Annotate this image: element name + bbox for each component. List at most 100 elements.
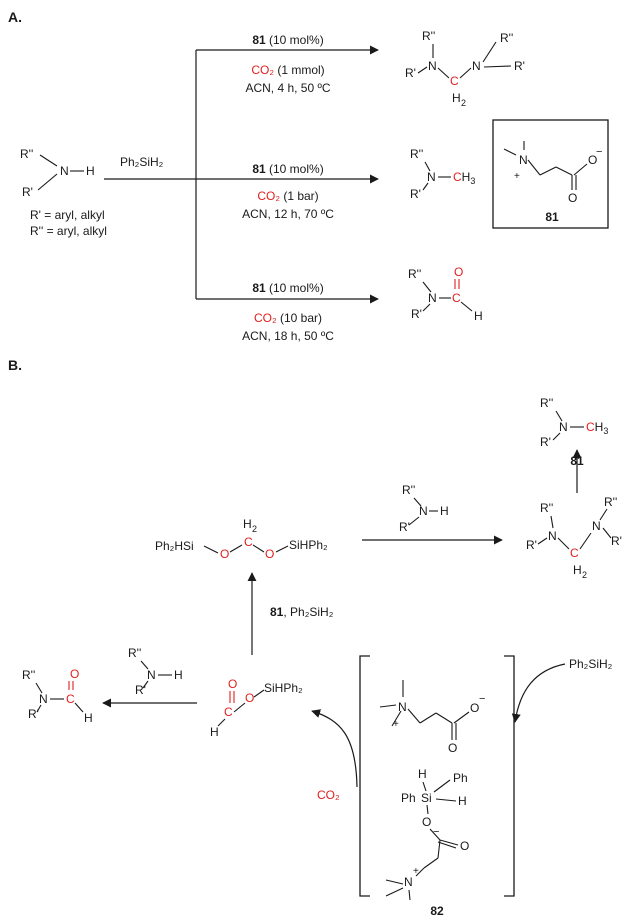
svg-text:R': R': [514, 59, 525, 73]
final-methylamine: R'' R' N CH3: [540, 396, 608, 449]
svg-text:CO₂ (1 mmol): CO₂ (1 mmol): [251, 63, 324, 77]
svg-text:H: H: [210, 725, 219, 739]
svg-text:R'': R'': [422, 29, 435, 43]
svg-text:O: O: [470, 701, 479, 715]
svg-text:R'': R'': [20, 147, 33, 161]
svg-text:R': R': [22, 185, 33, 199]
svg-text:H: H: [458, 794, 467, 808]
svg-text:2: 2: [252, 524, 257, 534]
svg-text:O: O: [448, 741, 457, 755]
svg-text:N: N: [419, 504, 428, 518]
bracket-left: [359, 655, 370, 897]
svg-text:H: H: [573, 563, 582, 577]
svg-text:O: O: [245, 691, 254, 705]
svg-text:R'': R'': [128, 646, 141, 660]
svg-text:C: C: [452, 291, 461, 305]
svg-text:81 (10 mol%): 81 (10 mol%): [252, 162, 323, 176]
svg-text:+: +: [413, 866, 419, 877]
svg-text:Si: Si: [421, 791, 432, 805]
svg-text:N: N: [398, 700, 407, 714]
svg-text:O: O: [265, 547, 274, 561]
starting-amine: R'' N H R': [20, 147, 95, 199]
svg-text:O: O: [422, 815, 431, 829]
svg-text:N: N: [592, 519, 601, 533]
conditions-methylation: 81 (10 mol%) CO₂ (1 bar) ACN, 12 h, 70 º…: [242, 162, 334, 221]
svg-text:ACN, 4 h, 50 ºC: ACN, 4 h, 50 ºC: [245, 81, 330, 95]
svg-text:ACN, 18 h, 50 ºC: ACN, 18 h, 50 ºC: [242, 329, 334, 343]
svg-text:N: N: [559, 420, 568, 434]
svg-text:H: H: [86, 164, 95, 178]
amine-reagent-top: R'' R' N H: [399, 483, 449, 534]
svg-text:H: H: [418, 767, 427, 781]
svg-text:R': R': [405, 66, 416, 80]
svg-text:N: N: [147, 668, 156, 682]
svg-text:R'': R'': [500, 31, 513, 45]
svg-text:C: C: [244, 535, 253, 549]
svg-text:R': R': [399, 520, 410, 534]
svg-text:R'': R'': [22, 668, 35, 682]
conditions-methylenation: 81 (10 mol%) CO₂ (1 mmol) ACN, 4 h, 50 º…: [245, 33, 330, 95]
svg-text:CH3: CH3: [453, 170, 475, 186]
amine-reagent-bottom: R'' R' N H: [128, 646, 183, 697]
svg-text:N: N: [39, 692, 48, 706]
arrow-silane-activation: [511, 663, 566, 723]
svg-text:O: O: [568, 191, 577, 205]
svg-text:CO₂ (1 bar): CO₂ (1 bar): [257, 189, 318, 203]
svg-text:H: H: [84, 711, 93, 725]
svg-text:R': R': [28, 707, 39, 721]
svg-text:ACN, 12 h, 70 ºC: ACN, 12 h, 70 ºC: [242, 207, 334, 221]
svg-text:−: −: [479, 693, 485, 705]
catalyst-box-label: 81: [545, 210, 559, 224]
bracket-betaine: N + O O −: [379, 680, 485, 755]
svg-text:R'': R'': [540, 501, 553, 515]
svg-text:C: C: [66, 692, 75, 706]
svg-text:−: −: [433, 826, 439, 838]
bracket-right: [504, 655, 515, 897]
svg-text:R'': R'': [540, 396, 553, 410]
svg-text:O: O: [70, 667, 79, 681]
section-a-label: A.: [8, 9, 22, 25]
svg-text:R'': R'': [604, 495, 617, 509]
svg-text:H: H: [174, 668, 183, 682]
svg-text:R': R': [135, 683, 146, 697]
svg-text:N: N: [428, 291, 437, 305]
substituent-r2: R'' = aryl, alkyl: [30, 224, 107, 238]
svg-text:O: O: [228, 677, 237, 691]
intermediate-82-label: 82: [430, 904, 444, 918]
product-formamide: R'' R' N C O H: [408, 265, 483, 323]
section-b-label: B.: [8, 357, 22, 373]
svg-text:+: +: [514, 171, 520, 182]
svg-text:81 (10 mol%): 81 (10 mol%): [252, 281, 323, 295]
svg-text:SiHPh₂: SiHPh₂: [289, 538, 328, 552]
svg-text:R': R': [611, 534, 622, 548]
svg-text:Ph: Ph: [401, 791, 416, 805]
product-methylamine: R'' R' N CH3: [410, 147, 475, 201]
svg-text:H: H: [452, 91, 461, 105]
catalyst-box: [492, 119, 609, 229]
svg-text:O: O: [460, 839, 469, 853]
svg-text:R'': R'': [402, 483, 415, 497]
conditions-formylation: 81 (10 mol%) CO₂ (10 bar) ACN, 18 h, 50 …: [242, 281, 334, 343]
svg-text:R': R': [540, 435, 551, 449]
svg-text:R'': R'': [408, 267, 421, 281]
svg-text:SiHPh₂: SiHPh₂: [264, 681, 303, 695]
svg-text:N: N: [60, 164, 69, 178]
svg-text:Ph: Ph: [453, 771, 468, 785]
reagent-label-reduction: 81, Ph₂SiH₂: [270, 605, 334, 619]
svg-text:H: H: [440, 504, 449, 518]
svg-text:C: C: [224, 705, 233, 719]
svg-text:O: O: [588, 153, 597, 167]
silane-label: Ph₂SiH₂: [569, 657, 613, 671]
silyl-formate: O C H O SiHPh₂: [210, 677, 303, 739]
svg-text:O: O: [220, 547, 229, 561]
aminal-intermediate: R'' R' N C N R'' R' H 2: [526, 495, 622, 580]
silyl-acetal: Ph₂HSi O C H 2 O SiHPh₂: [155, 517, 328, 561]
svg-text:R': R': [410, 187, 421, 201]
svg-text:N: N: [427, 170, 436, 184]
catalyst-81-structure: N + O O −: [503, 141, 602, 205]
svg-text:CH3: CH3: [586, 420, 608, 436]
svg-text:−: −: [596, 146, 602, 158]
svg-text:Ph₂HSi: Ph₂HSi: [155, 539, 194, 553]
svg-text:81 (10 mol%): 81 (10 mol%): [252, 33, 323, 47]
